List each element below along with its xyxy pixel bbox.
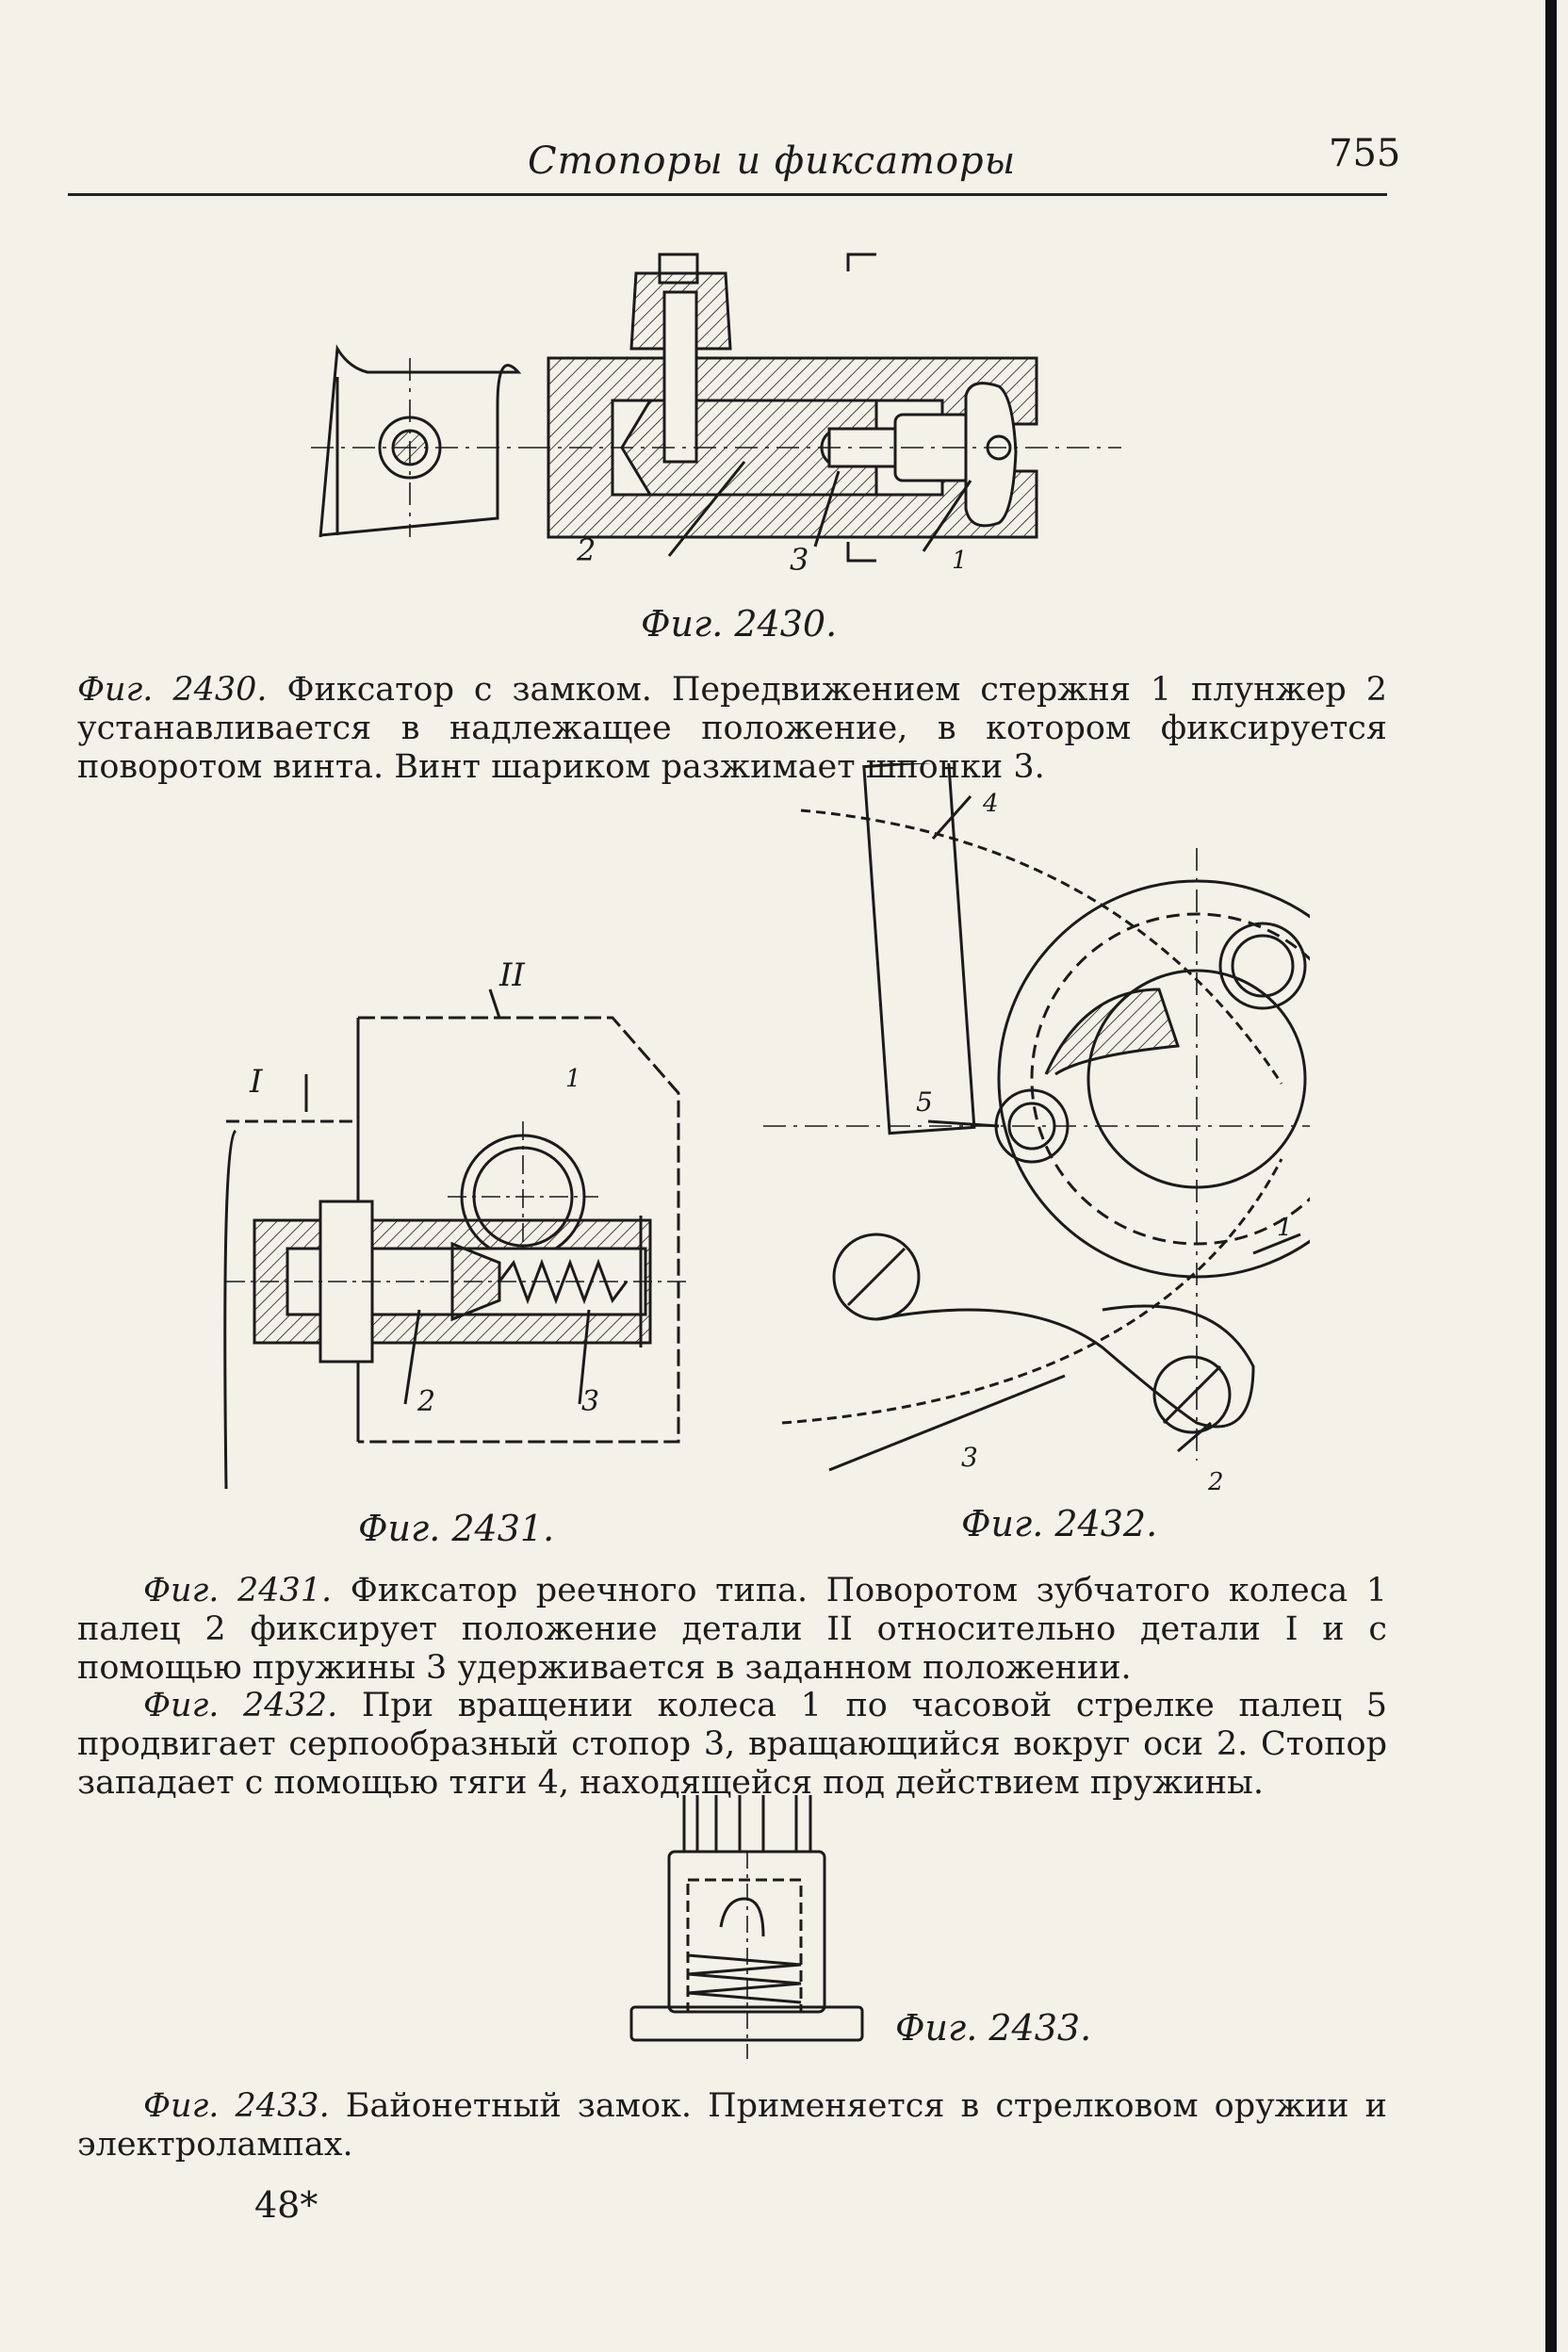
page-edge-shadow — [1545, 0, 1557, 2352]
figure-2432-drawing — [744, 763, 1310, 1508]
figure-2431-caption: Фиг. 2431. — [358, 1508, 555, 1549]
paragraph-fig-2430: Фиг. 2430. Фиксатор с замком. Передвижен… — [77, 671, 1387, 787]
paragraph-fig-2433-text: Байонетный замок. Применяется в стрелков… — [77, 2087, 1388, 2164]
figure-2430-label-3: 3 — [790, 542, 809, 578]
paragraph-fig-2432: Фиг. 2432. При вращении колеса 1 по часо… — [77, 1687, 1387, 1803]
paragraph-fig-2430-ref: Фиг. 2430. — [77, 671, 268, 709]
paragraph-fig-2431: Фиг. 2431. Фиксатор реечного типа. Повор… — [77, 1572, 1387, 1688]
figure-2430-caption: Фиг. 2430. — [641, 603, 838, 645]
paragraph-fig-2432-text: При вращении колеса 1 по часовой стрелке… — [77, 1687, 1387, 1802]
figure-2430-drawing — [311, 236, 1159, 584]
figure-2433-caption: Фиг. 2433. — [895, 2007, 1092, 2049]
page-number: 755 — [1329, 132, 1401, 175]
figure-2432-caption: Фиг. 2432. — [961, 1503, 1158, 1544]
figure-2432-label-4: 4 — [983, 790, 999, 818]
figure-2432-label-5: 5 — [916, 1086, 933, 1118]
figure-2431-label-3: 3 — [581, 1385, 600, 1418]
paragraph-fig-2433: Фиг. 2433. Байонетный замок. Применяется… — [77, 2087, 1387, 2164]
figure-2432-label-1: 1 — [1277, 1214, 1293, 1242]
figure-2432-label-2: 2 — [1208, 1468, 1224, 1496]
running-header: Стопоры и фиксаторы — [528, 139, 1017, 183]
printer-signature-mark: 48* — [254, 2184, 318, 2226]
figure-2431-label-I: I — [250, 1063, 263, 1101]
paragraph-fig-2430-text: Фиксатор с замком. Передвижением стержня… — [77, 671, 1387, 786]
figure-2431-label-2: 2 — [417, 1385, 436, 1418]
figure-2431-label-II: II — [499, 956, 525, 994]
paragraph-fig-2431-text: Фиксатор реечного типа. Поворотом зубчат… — [77, 1572, 1387, 1687]
figure-2432-label-3: 3 — [961, 1442, 978, 1473]
paragraph-fig-2433-ref: Фиг. 2433. — [143, 2087, 330, 2125]
header-rule — [68, 193, 1387, 196]
paragraph-fig-2431-ref: Фиг. 2431. — [143, 1572, 333, 1609]
figure-2431-drawing — [217, 961, 707, 1489]
figure-2430-label-1: 1 — [952, 547, 968, 575]
figure-2430-label-2: 2 — [577, 532, 596, 568]
figure-2433-drawing — [622, 1795, 876, 2059]
figure-2431-label-1: 1 — [565, 1065, 581, 1093]
paragraph-fig-2432-ref: Фиг. 2432. — [143, 1687, 338, 1724]
